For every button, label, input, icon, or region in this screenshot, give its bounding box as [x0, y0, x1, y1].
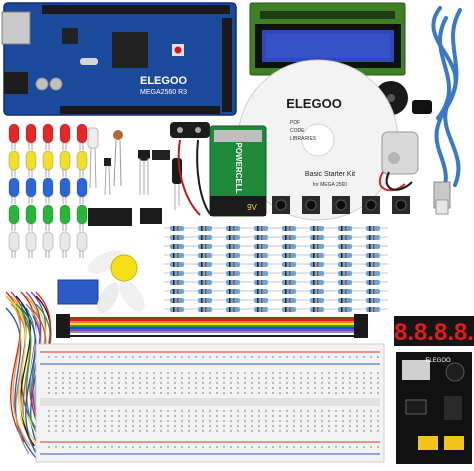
led: [76, 231, 88, 252]
dc-jack: [4, 72, 28, 94]
ic-small: [140, 208, 162, 224]
usb-cable: [431, 6, 462, 215]
jumper-wire: [5, 307, 37, 459]
led: [42, 204, 54, 225]
jumper-wire: [5, 295, 31, 447]
resistor-field: [164, 226, 388, 312]
led: [59, 204, 71, 225]
led: [8, 177, 20, 198]
led: [8, 231, 20, 252]
cd-line-code: CODE: [290, 128, 305, 134]
led: [25, 123, 37, 144]
cd-brand: ELEGOO: [286, 96, 342, 111]
resource-cd: ELEGOO PDF CODE LIBRARIES Basic Starter …: [237, 59, 399, 221]
led: [59, 123, 71, 144]
arduino-brand: ELEGOO: [140, 75, 188, 87]
jumper-wire: [15, 295, 35, 447]
9v-battery: POWERCELL 9V: [209, 125, 267, 217]
mcu-chip: [112, 32, 148, 68]
cd-subtitle: for MEGA 2560: [313, 182, 347, 188]
led: [8, 123, 20, 144]
lcd-1602-module: [249, 2, 406, 76]
led: [25, 177, 37, 198]
led: [59, 150, 71, 171]
led: [42, 177, 54, 198]
power-module-brand: ELEGOO: [425, 358, 451, 364]
arduino-model: MEGA2560 R3: [140, 89, 187, 96]
battery-snap: [170, 122, 211, 216]
breadboard-power-module: ELEGOO: [396, 352, 472, 464]
led: [76, 177, 88, 198]
led: [76, 204, 88, 225]
ribbon-connector-left: [56, 314, 70, 338]
seven-segment-display: 8.8.8.8.: [394, 316, 474, 346]
led: [8, 204, 20, 225]
jumper-wire: [20, 307, 40, 459]
jumper-wire: [20, 299, 46, 451]
led: [42, 231, 54, 252]
breadboard: [35, 343, 385, 463]
ribbon-cable: [56, 314, 368, 338]
push-buttons: [272, 196, 410, 214]
cd-title: Basic Starter Kit: [305, 171, 355, 178]
led: [42, 150, 54, 171]
led: [25, 231, 37, 252]
led: [8, 150, 20, 171]
ic-shift-register: [88, 208, 132, 226]
led: [59, 231, 71, 252]
dc-motor: [378, 131, 419, 192]
ribbon-connector-right: [354, 314, 368, 338]
arduino-mega-board: ELEGOO MEGA2560 R3: [1, 2, 237, 116]
battery-label: POWERCELL: [234, 142, 243, 193]
seven-segment-digits: 8.8.8.8.: [394, 319, 474, 346]
led: [76, 150, 88, 171]
misc-components: [87, 127, 182, 210]
led-set: [8, 123, 88, 258]
led: [59, 177, 71, 198]
led: [42, 123, 54, 144]
jumper-wire: [10, 303, 30, 455]
cd-line-pdf: PDF: [290, 120, 300, 126]
cd-line-libraries: LIBRARIES: [290, 136, 317, 142]
relay: [57, 279, 99, 305]
led: [25, 204, 37, 225]
led: [76, 123, 88, 144]
battery-voltage: 9V: [247, 203, 257, 212]
fan-propeller: [87, 250, 145, 314]
led: [25, 150, 37, 171]
usb-b-port: [1, 11, 31, 45]
